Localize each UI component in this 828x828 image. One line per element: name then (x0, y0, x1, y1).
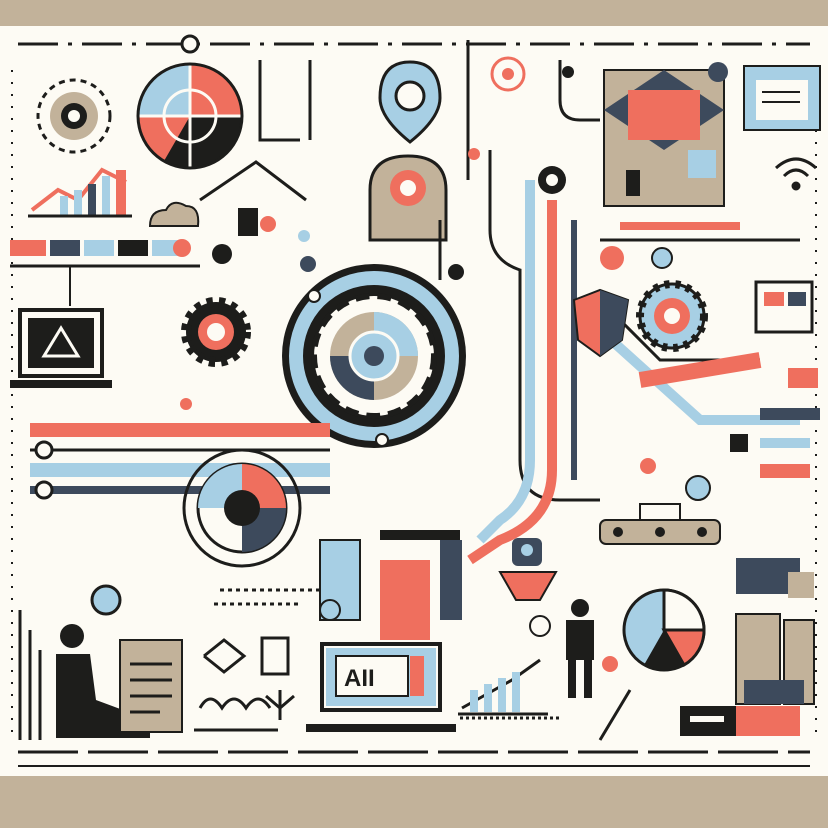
target-icon (182, 448, 302, 568)
location-pin-icon-2 (368, 154, 448, 242)
location-pin-icon (378, 60, 442, 144)
vehicle-icon (599, 503, 721, 545)
shield-icon (572, 288, 630, 358)
gear-icon-small (181, 297, 251, 367)
gear-icon (36, 78, 112, 154)
folder-icon (736, 558, 814, 598)
decorative-marks (18, 588, 632, 741)
settings-target-icon (636, 280, 708, 352)
line-chart-icon (28, 167, 132, 218)
dashboard-screen-icon (743, 65, 821, 131)
document-icon (119, 639, 183, 733)
person-icon-standing (566, 599, 594, 698)
city-buildings-icon (680, 613, 815, 736)
pie-chart-icon (622, 588, 706, 672)
central-dial-icon (282, 264, 466, 448)
cloud-icon (148, 201, 200, 227)
segmented-pie-icon (136, 62, 244, 170)
circuit-nodes (34, 34, 728, 672)
robot-icon (498, 538, 558, 601)
laptop-icon (10, 308, 112, 388)
monitor-icon: AII (306, 642, 456, 732)
mail-icon (603, 69, 725, 207)
house-icon (199, 160, 307, 236)
color-bar-strip (10, 239, 200, 306)
small-screens-icon (730, 280, 820, 478)
wifi-icon (774, 157, 818, 191)
bar-chart-icon (458, 658, 548, 716)
monitor-screen-label: AII (344, 665, 375, 692)
